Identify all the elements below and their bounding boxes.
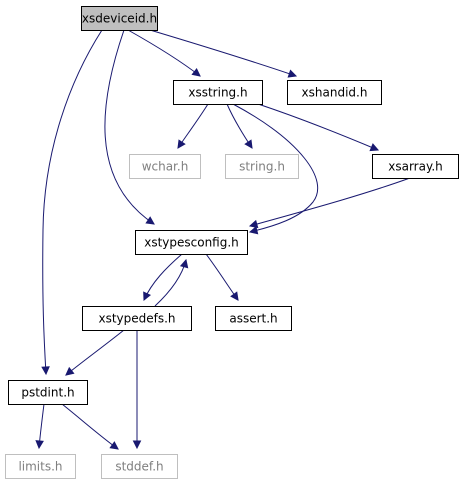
node-xshandid[interactable]: xshandid.h bbox=[287, 80, 382, 105]
node-box bbox=[372, 154, 459, 179]
edge-xsstring-to-wchar bbox=[177, 103, 209, 149]
node-box bbox=[101, 454, 178, 479]
node-box bbox=[225, 154, 299, 179]
node-label: wchar.h bbox=[142, 160, 189, 174]
edge-line bbox=[257, 103, 379, 151]
node-xsstring[interactable]: xsstring.h bbox=[173, 80, 263, 105]
edge-xsstring-to-string bbox=[226, 103, 253, 149]
edge-xsdeviceid-to-xshandid bbox=[149, 29, 298, 78]
edge-xsstring-to-xsarray bbox=[257, 103, 380, 152]
arrowhead bbox=[244, 139, 253, 149]
node-label: xstypedefs.h bbox=[98, 312, 175, 326]
node-assert[interactable]: assert.h bbox=[215, 306, 292, 331]
edge-xstypesconfig-to-assert bbox=[205, 253, 239, 301]
arrowhead bbox=[369, 143, 380, 152]
arrowhead bbox=[143, 291, 152, 302]
edge-line bbox=[143, 253, 183, 301]
arrowhead bbox=[145, 216, 155, 225]
node-label: pstdint.h bbox=[21, 386, 74, 400]
edge-xstypesconfig-to-xstypedefs bbox=[143, 253, 183, 302]
edge-line bbox=[226, 103, 253, 149]
node-label: stddef.h bbox=[115, 460, 163, 474]
node-box bbox=[81, 6, 158, 31]
node-label: xshandid.h bbox=[302, 86, 368, 100]
arrowhead bbox=[248, 219, 259, 229]
node-xsarray[interactable]: xsarray.h bbox=[372, 154, 459, 179]
node-limits: limits.h bbox=[5, 454, 76, 479]
node-box bbox=[135, 230, 248, 255]
arrowhead bbox=[191, 67, 201, 77]
edge-xsdeviceid-to-xstypesconfig bbox=[104, 29, 155, 225]
node-box bbox=[8, 380, 88, 405]
edge-pstdint-to-limits bbox=[35, 403, 45, 450]
arrowhead bbox=[177, 139, 186, 149]
node-wchar: wchar.h bbox=[129, 154, 201, 179]
edge-xsstring-to-xstypesconfig bbox=[232, 103, 319, 235]
node-xstypesconfig[interactable]: xstypesconfig.h bbox=[135, 230, 248, 255]
arrowhead bbox=[287, 69, 298, 78]
arrowhead bbox=[179, 258, 189, 269]
node-string: string.h bbox=[225, 154, 299, 179]
edge-line bbox=[249, 177, 411, 227]
node-label: limits.h bbox=[18, 460, 62, 474]
edge-line bbox=[127, 29, 201, 77]
node-box bbox=[5, 454, 76, 479]
node-label: xsarray.h bbox=[388, 160, 443, 174]
edge-xstypedefs-to-pstdint bbox=[65, 329, 125, 376]
arrowhead bbox=[41, 366, 50, 376]
edge-xsdeviceid-to-pstdint bbox=[41, 29, 103, 376]
arrowhead bbox=[65, 366, 75, 376]
edge-xstypedefs-to-xstypesconfig bbox=[154, 258, 189, 307]
edge-pstdint-to-stddef bbox=[61, 403, 119, 450]
node-label: string.h bbox=[239, 160, 285, 174]
node-xstypedefs[interactable]: xstypedefs.h bbox=[82, 306, 192, 331]
node-box bbox=[173, 80, 263, 105]
arrowhead bbox=[109, 441, 119, 450]
edge-xstypedefs-to-stddef bbox=[132, 329, 142, 450]
arrowhead bbox=[132, 440, 142, 450]
edge-line bbox=[232, 103, 319, 233]
edge-line bbox=[65, 329, 125, 376]
node-label: xsdeviceid.h bbox=[82, 12, 157, 26]
arrowhead bbox=[35, 440, 44, 450]
edge-xsdeviceid-to-xsstring bbox=[127, 29, 201, 77]
edge-line bbox=[104, 29, 155, 225]
arrowhead bbox=[230, 291, 239, 301]
node-stddef: stddef.h bbox=[101, 454, 178, 479]
arrowhead bbox=[248, 226, 259, 235]
edge-line bbox=[149, 29, 297, 77]
node-label: xstypesconfig.h bbox=[144, 236, 239, 250]
edge-line bbox=[61, 403, 119, 450]
edge-line bbox=[205, 253, 239, 301]
node-box bbox=[129, 154, 201, 179]
node-box bbox=[82, 306, 192, 331]
nodes-layer: xsdeviceid.h xsstring.h xshandid.h wchar.h s… bbox=[5, 6, 459, 479]
node-pstdint[interactable]: pstdint.h bbox=[8, 380, 88, 405]
edge-line bbox=[154, 259, 187, 307]
node-xsdeviceid[interactable]: xsdeviceid.h bbox=[81, 6, 158, 31]
edge-xsarray-to-xstypesconfig bbox=[248, 177, 411, 229]
node-label: xsstring.h bbox=[188, 86, 247, 100]
edges-layer bbox=[35, 29, 411, 450]
edge-line bbox=[177, 103, 209, 149]
edge-line bbox=[42, 29, 103, 375]
node-label: assert.h bbox=[229, 312, 277, 326]
node-box bbox=[215, 306, 292, 331]
node-box bbox=[287, 80, 382, 105]
